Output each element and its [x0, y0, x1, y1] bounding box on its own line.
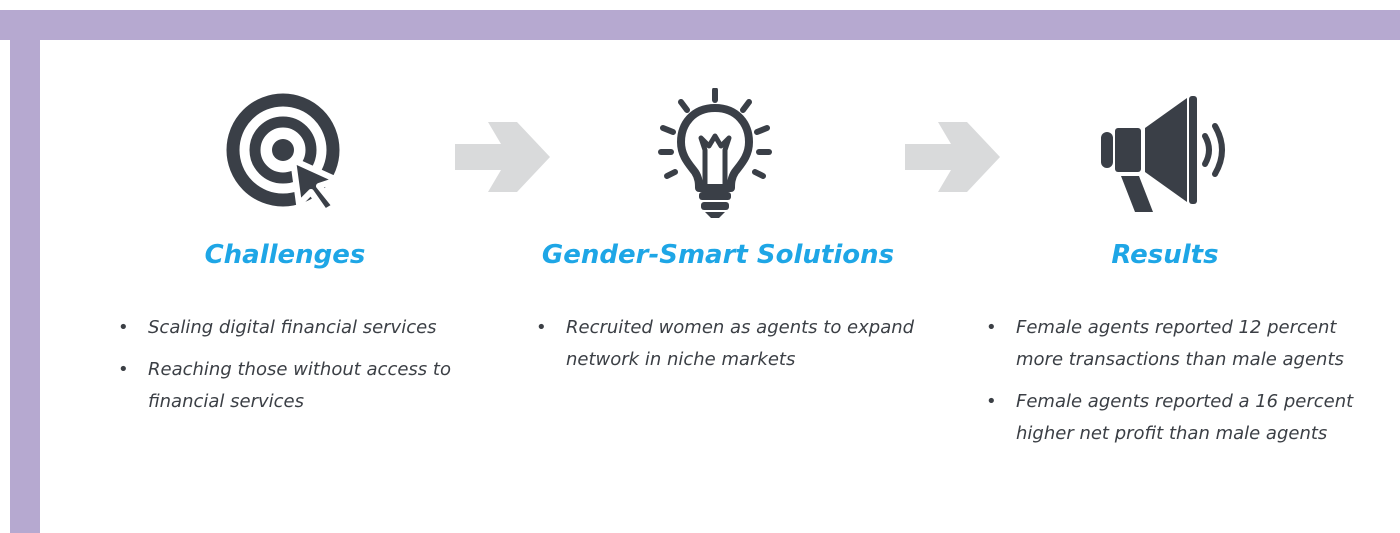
bullet-list: • Female agents reported 12 percent more …: [986, 312, 1386, 460]
bullet-dot: •: [536, 317, 547, 338]
bullet-text: Female agents reported 12 percent more t…: [1016, 317, 1344, 370]
target-cursor-icon: [215, 88, 355, 218]
bullet-text: Scaling digital financial services: [148, 317, 437, 338]
list-item: • Female agents reported a 16 percent hig…: [986, 386, 1386, 450]
bullet-dot: •: [986, 391, 997, 412]
bullet-list: • Scaling digital financial services • Rea…: [118, 312, 478, 428]
arrow-right-icon: [905, 122, 1000, 192]
frame-top-bar: [0, 10, 1400, 40]
bullet-text: Female agents reported a 16 percent high…: [1016, 391, 1354, 444]
list-item: • Reaching those without access to financ…: [118, 354, 478, 418]
megaphone-icon: [1095, 88, 1235, 218]
list-item: • Scaling digital financial services: [118, 312, 478, 344]
bullet-dot: •: [986, 317, 997, 338]
column-title: Results: [1111, 240, 1219, 270]
bullet-dot: •: [118, 359, 129, 380]
bullet-text: Recruited women as agents to expand netw…: [566, 317, 915, 370]
column-title: Gender-Smart Solutions: [541, 240, 895, 270]
bullet-list: • Recruited women as agents to expand net…: [536, 312, 916, 386]
arrow-right-icon: [455, 122, 550, 192]
bullet-dot: •: [118, 317, 129, 338]
list-item: • Recruited women as agents to expand net…: [536, 312, 916, 376]
frame-left-bar: [10, 10, 40, 533]
lightbulb-icon: [645, 88, 785, 218]
list-item: • Female agents reported 12 percent more …: [986, 312, 1386, 376]
bullet-text: Reaching those without access to financi…: [148, 359, 451, 412]
column-title: Challenges: [204, 240, 366, 270]
